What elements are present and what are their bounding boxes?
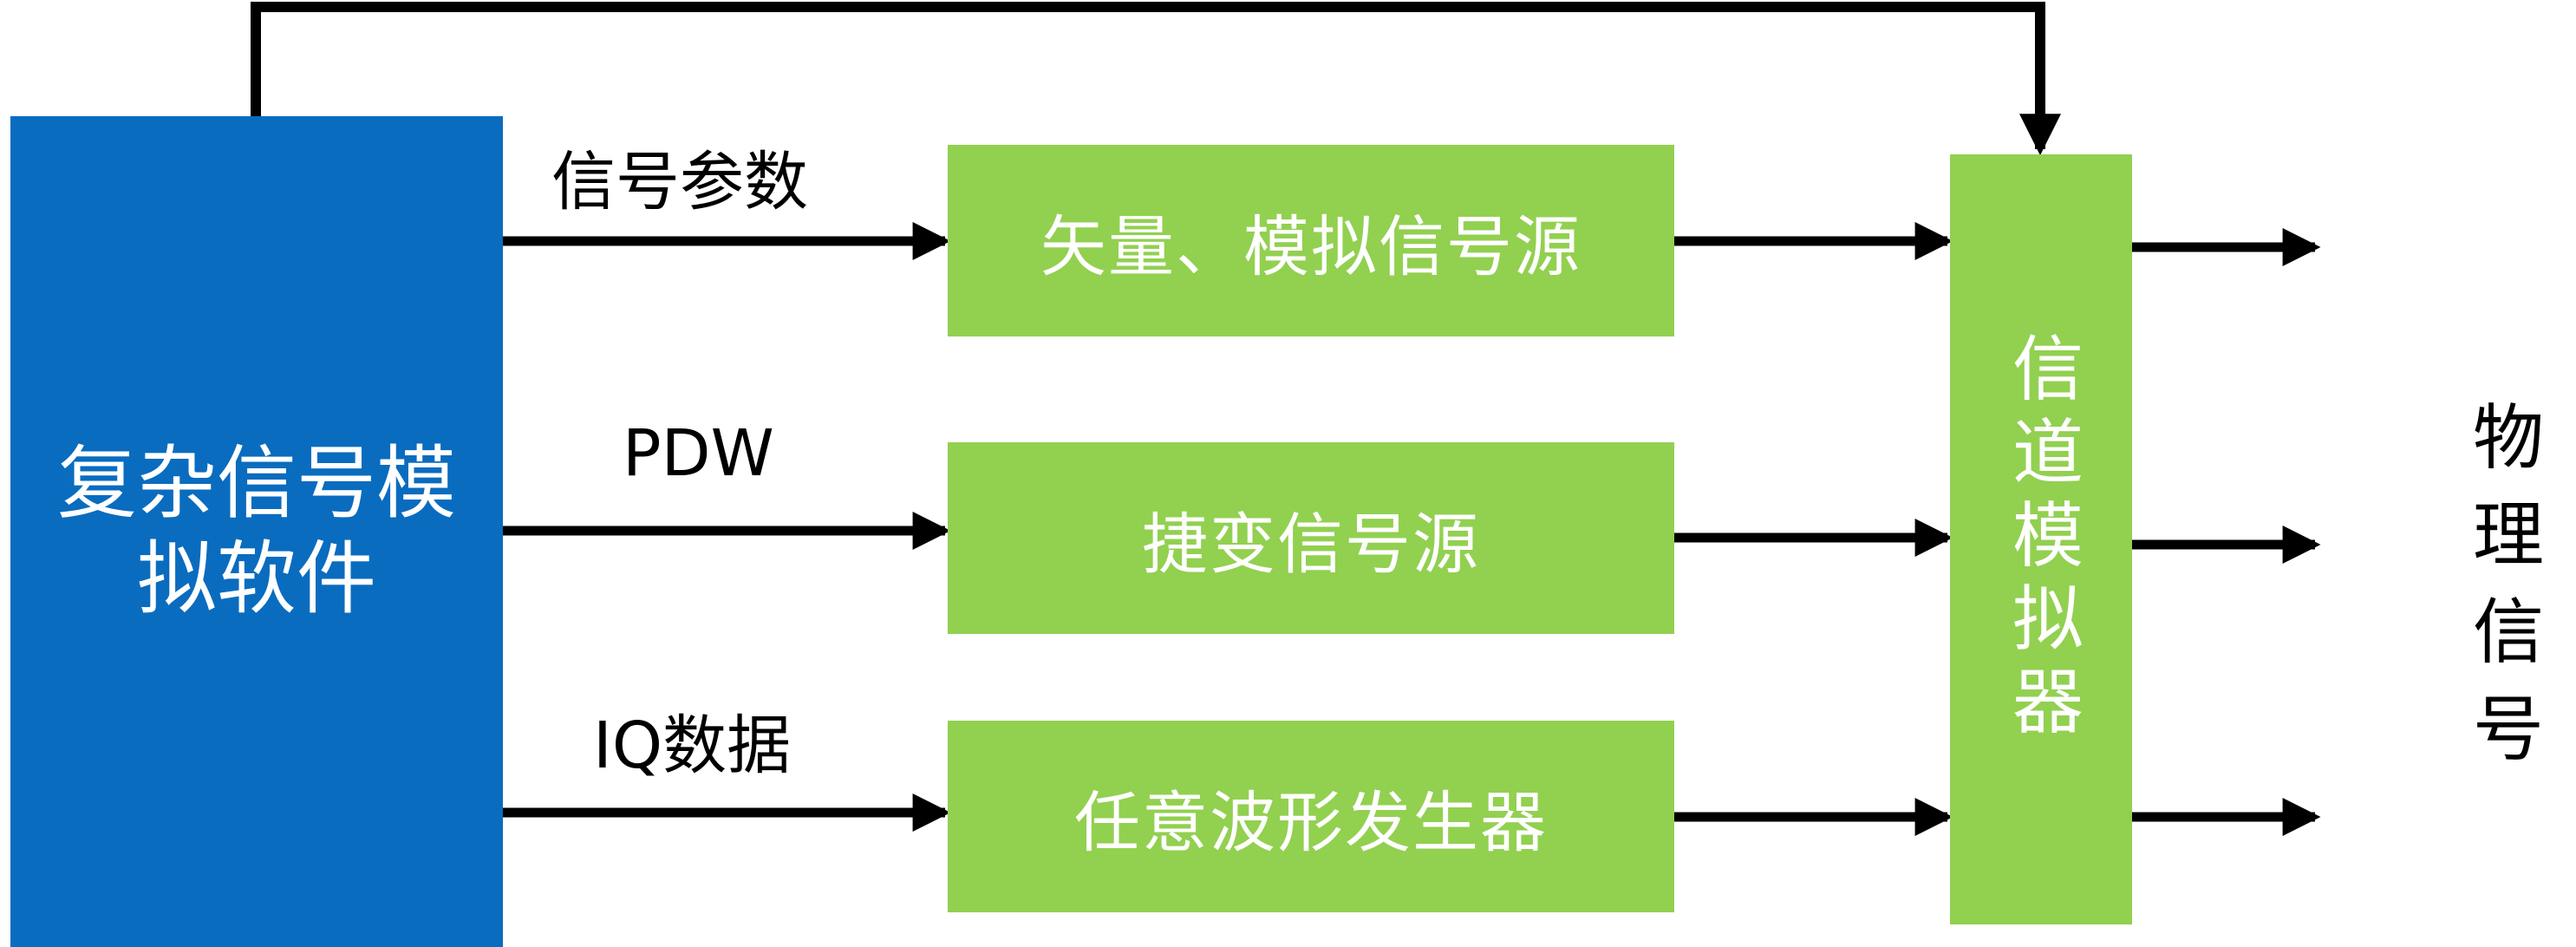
agile-source-box: 捷变信号源 <box>948 442 1674 634</box>
signal-params-label: 信号参数 <box>551 145 808 219</box>
awg-label: 任意波形发生器 <box>1074 783 1548 861</box>
pdw-label: PDW <box>623 416 774 491</box>
channel-simulator-box: 信道模拟器 <box>1950 154 2132 924</box>
software-label: 复杂信号模拟软件 <box>56 436 456 625</box>
channel-simulator-label: 信道模拟器 <box>1999 331 2083 748</box>
awg-box: 任意波形发生器 <box>948 721 1674 912</box>
feedback-arrow <box>251 2 2061 156</box>
vector-analog-source-box: 矢量、模拟信号源 <box>948 145 1674 336</box>
physical-signal-label: 物理信号 <box>2460 400 2543 788</box>
software-box: 复杂信号模拟软件 <box>10 116 503 947</box>
agile-source-label: 捷变信号源 <box>1142 505 1480 583</box>
iq-data-label: IQ数据 <box>593 709 792 783</box>
vector-analog-source-label: 矢量、模拟信号源 <box>1040 207 1581 285</box>
